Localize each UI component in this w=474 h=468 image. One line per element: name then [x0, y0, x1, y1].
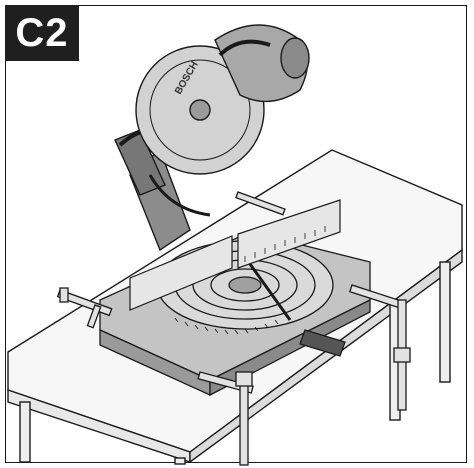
clamps	[56, 191, 411, 466]
carry-handle[interactable]	[218, 39, 271, 57]
base-side	[209, 298, 371, 397]
fence-left	[129, 235, 233, 311]
arbor-bolt	[189, 99, 211, 121]
saw-base	[99, 231, 371, 397]
clamp-front-left[interactable]	[56, 287, 113, 329]
clamp-front-center[interactable]	[197, 371, 254, 466]
saw-head	[114, 24, 310, 252]
bench-leg-back	[439, 261, 451, 383]
turntable-handle[interactable]	[299, 329, 346, 357]
fence-right	[237, 199, 341, 269]
miter-scale	[174, 317, 279, 335]
clamp-rear[interactable]	[235, 191, 286, 216]
bench-leg-left	[19, 401, 31, 463]
fence	[129, 199, 341, 311]
lower-guard	[148, 174, 211, 217]
bench-leg-front	[174, 457, 186, 465]
figure-label-badge: C2	[5, 5, 79, 61]
clamp-right[interactable]	[349, 284, 411, 411]
